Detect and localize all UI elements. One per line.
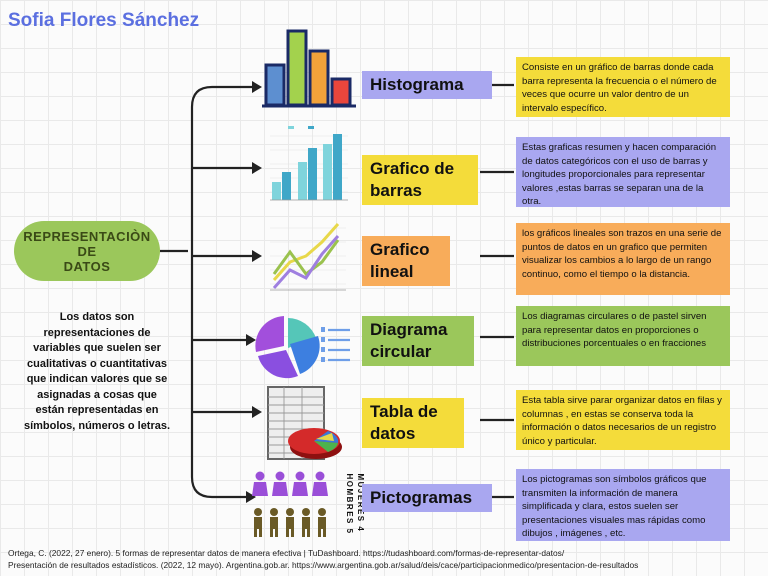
arrow-head bbox=[252, 406, 262, 418]
label-grafico-lineal: Grafico lineal bbox=[362, 236, 450, 286]
central-description: Los datos son representaciones de variab… bbox=[23, 311, 171, 432]
histogram-icon bbox=[262, 29, 356, 108]
label-grafico-barras: Grafico de barras bbox=[362, 155, 478, 205]
note-pictogramas: Los pictogramas son símbolos gráficos qu… bbox=[516, 469, 730, 541]
reference-2: Presentación de resultados estadísticos.… bbox=[8, 560, 639, 570]
central-topic: REPRESENTACIÒN DE DATOS bbox=[14, 221, 160, 281]
label-diagrama-circular: Diagrama circular bbox=[362, 316, 474, 366]
arrow-head bbox=[246, 491, 256, 503]
note-tabla-datos: Esta tabla sirve parar organizar datos e… bbox=[516, 390, 730, 450]
author-name: Sofia Flores Sánchez bbox=[8, 10, 200, 31]
note-grafico-barras: Estas graficas resumen y hacen comparaci… bbox=[516, 137, 730, 207]
note-diagrama-circular: Los diagramas circulares o de pastel sir… bbox=[516, 306, 730, 366]
note-grafico-lineal: los gráficos lineales son trazos en una … bbox=[516, 223, 730, 295]
line-chart-icon bbox=[270, 223, 346, 291]
arrow-head bbox=[252, 162, 262, 174]
arrow-head bbox=[246, 334, 256, 346]
central-topic-line-3: DATOS bbox=[63, 258, 111, 274]
central-topic-line-2: DE bbox=[77, 243, 97, 259]
label-pictogramas: Pictogramas bbox=[362, 484, 492, 512]
label-histograma: Histograma bbox=[362, 71, 492, 99]
arrow-head bbox=[252, 250, 262, 262]
label-tabla-datos: Tabla de datos bbox=[362, 398, 464, 448]
pie-chart-icon bbox=[255, 316, 350, 379]
arrow-head bbox=[252, 81, 262, 93]
tree-trunk bbox=[190, 85, 213, 499]
pictogram-icon bbox=[252, 471, 328, 537]
pictogram-legend-men: HOMBRES 5 bbox=[345, 473, 354, 535]
note-histograma: Consiste en un gráfico de barras donde c… bbox=[516, 57, 730, 117]
central-topic-line-1: REPRESENTACIÒN bbox=[23, 228, 151, 244]
reference-1: Ortega, C. (2022, 27 enero). 5 formas de… bbox=[8, 548, 565, 558]
data-table-icon bbox=[267, 386, 342, 460]
bar-chart-icon bbox=[270, 126, 348, 201]
